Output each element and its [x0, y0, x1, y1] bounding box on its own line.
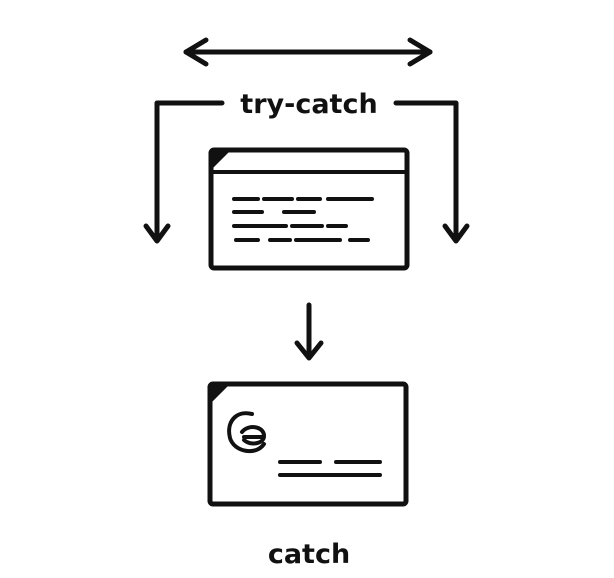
swirl-icon — [227, 411, 267, 454]
catch-card — [207, 381, 409, 507]
down-arrow-right-icon — [393, 100, 470, 244]
try-catch-label: try-catch — [240, 89, 377, 120]
down-arrow-left-icon — [143, 100, 225, 244]
catch-label: catch — [268, 539, 350, 570]
try-code-card — [208, 147, 410, 271]
code-lines — [232, 197, 374, 242]
text-lines — [278, 460, 382, 477]
down-arrow-icon — [294, 302, 324, 361]
double-headed-arrow-icon — [183, 37, 433, 67]
